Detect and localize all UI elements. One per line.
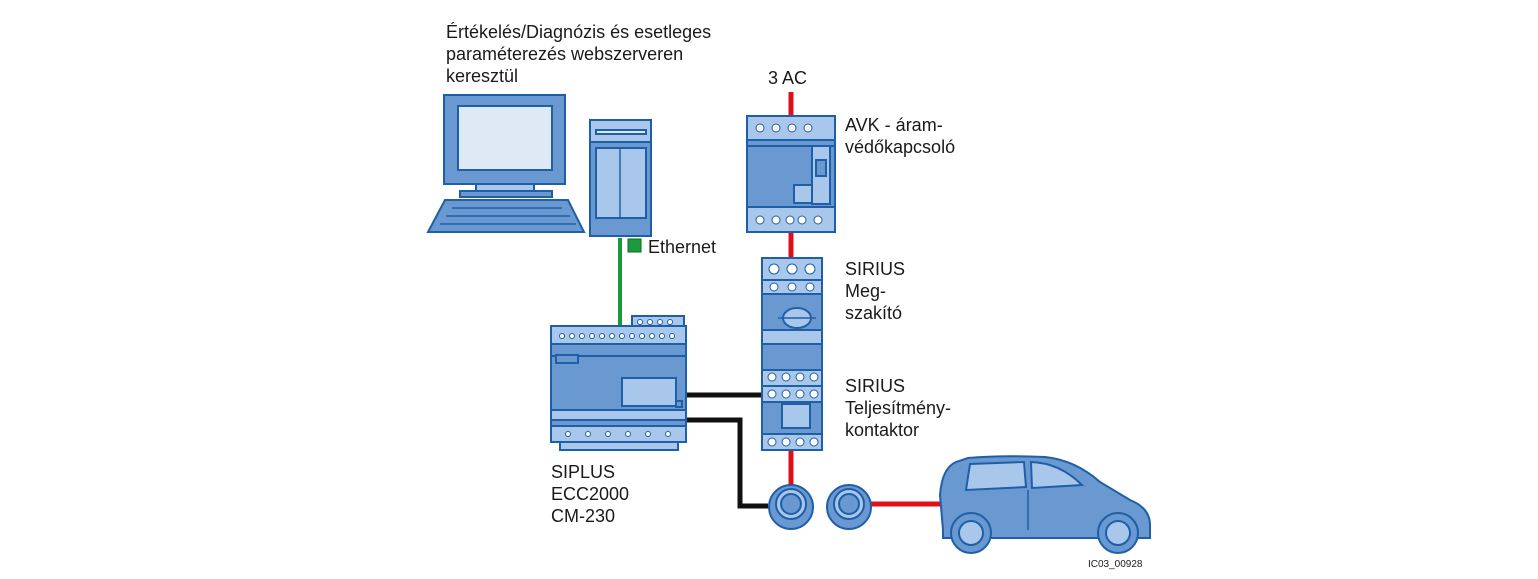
- control-line-lower: [686, 417, 768, 509]
- terminal-dot: [605, 431, 611, 437]
- terminal-dot: [637, 319, 643, 325]
- terminal-dot: [813, 215, 823, 225]
- terminal-dot: [625, 431, 631, 437]
- charging-socket-icon-2: [826, 484, 872, 530]
- terminal-dot: [804, 263, 816, 275]
- terminal-dot: [771, 215, 781, 225]
- terminal-dot: [781, 372, 791, 382]
- ethernet-label: Ethernet: [648, 237, 717, 257]
- web-server-label: Értékelés/Diagnózis és esetleges paramét…: [446, 22, 712, 86]
- terminal-dot: [639, 333, 645, 339]
- terminal-dot: [781, 437, 791, 447]
- rcd-device-icon: [746, 115, 836, 233]
- contactor-label: SIRIUS Teljesítmény- kontaktor: [845, 376, 952, 440]
- terminal-dot: [767, 372, 777, 382]
- terminal-dot: [787, 282, 797, 292]
- power-supply-label: 3 AC: [768, 68, 808, 88]
- contactor-device-icon: [761, 369, 823, 451]
- terminal-dot: [645, 431, 651, 437]
- terminal-dot: [809, 372, 819, 382]
- ethernet-marker-icon: [627, 238, 642, 253]
- terminal-dot: [559, 333, 565, 339]
- terminal-dot: [767, 437, 777, 447]
- terminal-dot: [809, 437, 819, 447]
- terminal-dot: [767, 389, 777, 399]
- terminal-dot: [579, 333, 585, 339]
- rcd-label: AVK - áram- védőkapcsoló: [845, 115, 956, 157]
- figure-id-label: IC03_00928: [1088, 559, 1143, 570]
- terminal-dot: [569, 333, 575, 339]
- terminal-dot: [805, 282, 815, 292]
- terminal-dot: [669, 333, 675, 339]
- terminal-dot: [589, 333, 595, 339]
- terminal-dots: [559, 123, 823, 447]
- terminal-dot: [768, 263, 780, 275]
- terminal-dot: [599, 333, 605, 339]
- terminal-dot: [585, 431, 591, 437]
- terminal-dot: [797, 215, 807, 225]
- terminal-dot: [781, 389, 791, 399]
- terminal-dot: [665, 431, 671, 437]
- terminal-dot: [771, 123, 781, 133]
- terminal-dot: [787, 123, 797, 133]
- pc-tower-icon: [589, 119, 652, 237]
- terminal-dot: [795, 389, 805, 399]
- terminal-dot: [629, 333, 635, 339]
- terminal-dot: [809, 389, 819, 399]
- controller-device-icon: [550, 315, 687, 451]
- terminal-dot: [769, 282, 779, 292]
- electric-car-icon: [938, 455, 1151, 554]
- controller-label: SIPLUS ECC2000 CM-230: [551, 462, 630, 526]
- charging-socket-icon-1: [768, 484, 814, 530]
- terminal-dot: [755, 123, 765, 133]
- terminal-dot: [795, 372, 805, 382]
- terminal-dot: [565, 431, 571, 437]
- terminal-dot: [667, 319, 673, 325]
- monitor-icon: [426, 94, 586, 233]
- breaker-label: SIRIUS Meg- szakító: [845, 259, 906, 323]
- terminal-dot: [795, 437, 805, 447]
- terminal-dot: [619, 333, 625, 339]
- breaker-device-icon: [761, 257, 823, 371]
- terminal-dot: [803, 123, 813, 133]
- terminal-dot: [755, 215, 765, 225]
- terminal-dot: [786, 263, 798, 275]
- wires: [618, 92, 945, 509]
- terminal-dot: [657, 319, 663, 325]
- terminal-dot: [609, 333, 615, 339]
- terminal-dot: [659, 333, 665, 339]
- terminal-dot: [785, 215, 795, 225]
- terminal-dot: [649, 333, 655, 339]
- terminal-dot: [647, 319, 653, 325]
